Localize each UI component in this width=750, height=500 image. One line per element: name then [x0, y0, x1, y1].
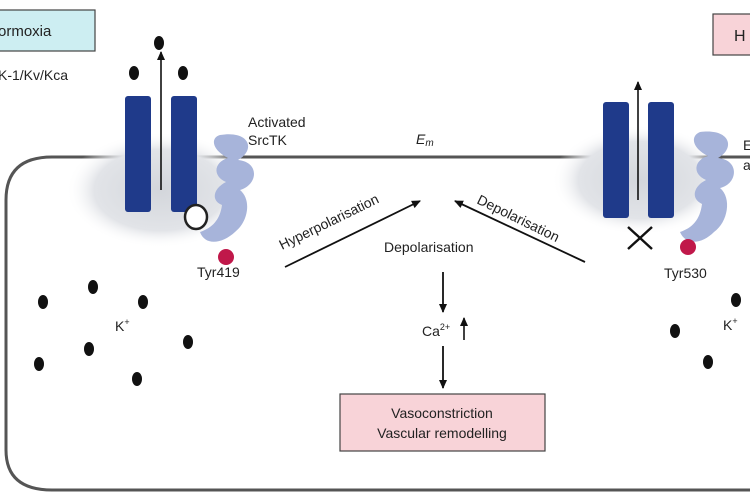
left-channel-complex: [66, 51, 254, 265]
potassium-ion: [132, 372, 142, 386]
potassium-ion: [129, 66, 139, 80]
potassium-ion: [183, 335, 193, 349]
outcome-line1: Vasoconstriction: [391, 405, 493, 421]
potassium-ion: [88, 280, 98, 294]
right-halo: [552, 125, 728, 235]
left-tyr-dot: [218, 249, 234, 265]
right-tyr-dot: [680, 239, 696, 255]
tyr419-label: Tyr419: [197, 264, 240, 280]
tyr530-label: Tyr530: [664, 265, 707, 281]
normoxia-box: ormoxia: [0, 9, 96, 52]
outcome-line2: Vascular remodelling: [377, 425, 507, 441]
outcome-box: Vasoconstriction Vascular remodelling: [339, 393, 546, 452]
left-src-kinase: [200, 134, 254, 242]
blocked-site-icon: [627, 226, 653, 250]
potassium-right-label: K+: [723, 316, 738, 333]
hyperpolarisation-label: Hyperpolarisation: [276, 191, 381, 253]
normoxia-label: ormoxia: [0, 23, 52, 40]
potassium-ion: [670, 324, 680, 338]
potassium-ion: [84, 342, 94, 356]
potassium-ion: [178, 66, 188, 80]
right-channel-complex: [552, 81, 734, 255]
depolarisation-arrow-label: Depolarisation: [475, 191, 562, 245]
right-src-kinase: [680, 131, 734, 242]
right-cut-label-2: a: [743, 157, 750, 173]
hyperpolarisation-arrow: [284, 200, 421, 268]
potassium-ion: [154, 36, 164, 50]
hypoxia-box: H: [712, 13, 750, 56]
channel-type-label: K-1/Kv/Kca: [0, 67, 68, 83]
potassium-left-label: K+: [115, 317, 130, 334]
center-depolarisation-label: Depolarisation: [384, 239, 474, 255]
hypoxia-label: H: [734, 28, 746, 45]
potassium-ion: [138, 295, 148, 309]
left-channel-subunit: [171, 96, 197, 212]
right-channel-subunit: [648, 102, 674, 218]
potassium-ion: [731, 293, 741, 307]
potassium-ion: [34, 357, 44, 371]
src-label-line2: SrcTK: [248, 132, 288, 148]
left-channel-subunit: [125, 96, 151, 212]
potassium-ion: [703, 355, 713, 369]
right-cut-label-1: E: [743, 137, 750, 153]
src-label-line1: Activated: [248, 114, 306, 130]
calcium-label: Ca2+: [422, 322, 450, 339]
depolarisation-arrow: [454, 200, 586, 263]
membrane-potential-label: Em: [416, 131, 434, 149]
right-channel-subunit: [603, 102, 629, 218]
potassium-ion: [38, 295, 48, 309]
cell-membrane: [4, 155, 750, 492]
left-open-site: [183, 203, 209, 231]
